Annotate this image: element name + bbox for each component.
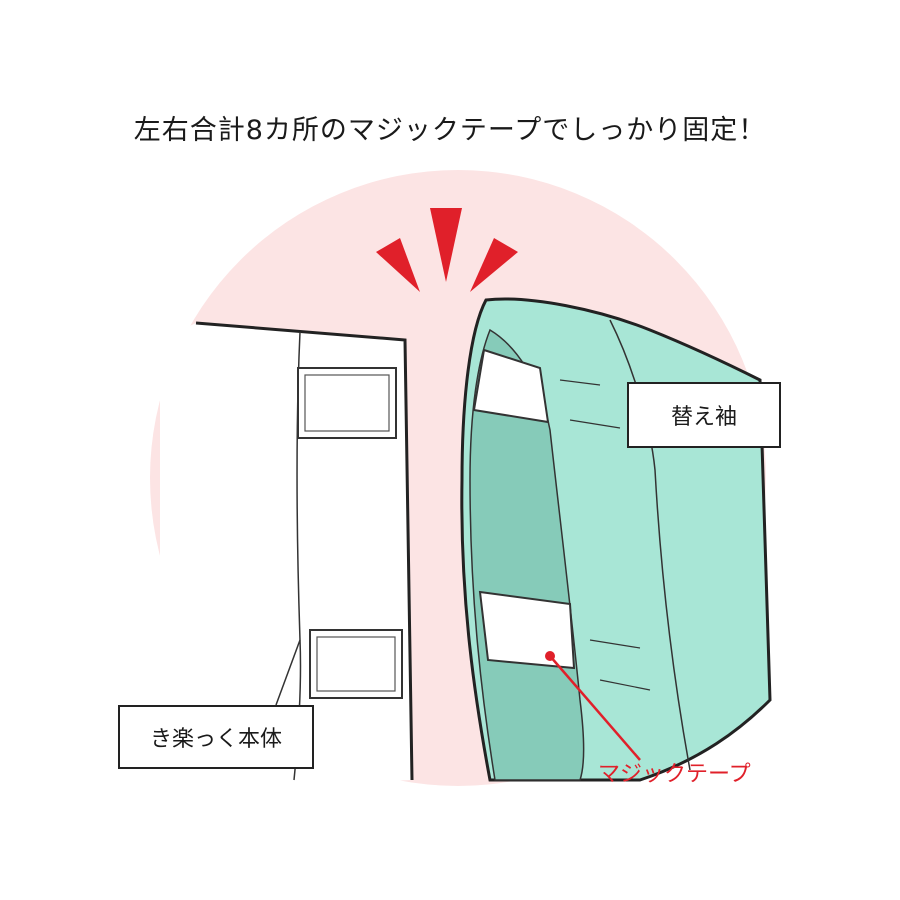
body-garment bbox=[160, 321, 414, 790]
body-label: き楽っく本体 bbox=[118, 705, 314, 769]
emphasis-marks bbox=[376, 208, 518, 292]
body-velcro-top bbox=[297, 367, 397, 439]
headline: 左右合計8カ所のマジックテープでしっかり固定！ bbox=[133, 115, 767, 146]
sleeve-label: 替え袖 bbox=[627, 382, 781, 448]
tape-pointer bbox=[545, 651, 641, 761]
body-label-text: き楽っく本体 bbox=[149, 727, 282, 752]
tape-label: マジックテープ bbox=[598, 762, 751, 787]
sleeve-label-text: 替え袖 bbox=[670, 405, 737, 430]
body-velcro-bottom bbox=[309, 629, 403, 699]
sleeve-velcro-top bbox=[472, 348, 550, 424]
sleeve-garment bbox=[460, 297, 772, 782]
sleeve-velcro-bottom bbox=[478, 590, 576, 670]
